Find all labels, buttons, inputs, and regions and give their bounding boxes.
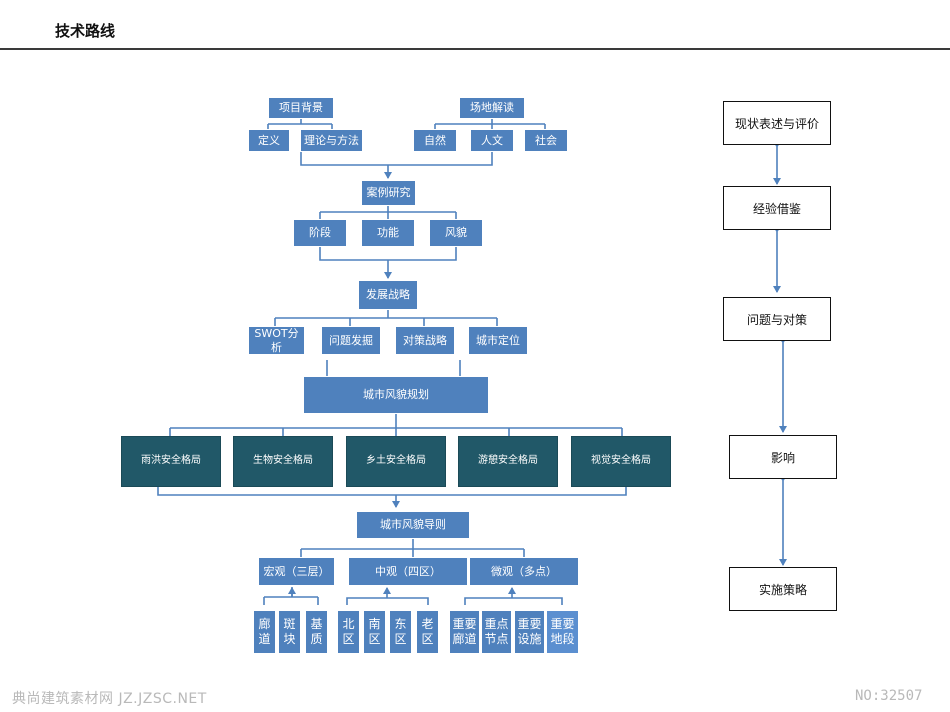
countermeasure-strategy-box: 对策战略	[395, 326, 455, 355]
connector-merge-case	[319, 247, 457, 261]
micro-item-node: 重点 节点	[481, 610, 512, 654]
macro-box: 宏观（三层）	[258, 557, 335, 586]
city-style-planning-box: 城市风貌规划	[303, 376, 489, 414]
watermark-number: NO:32507	[855, 688, 923, 704]
case-study-box: 案例研究	[361, 180, 416, 206]
connector-development	[274, 310, 498, 326]
meso-item-south: 南 区	[363, 610, 386, 654]
micro-box: 微观（多点）	[469, 557, 579, 586]
swot-box: SWOT分析	[248, 326, 305, 355]
function-box: 功能	[361, 219, 415, 247]
humanity-box: 人文	[470, 129, 514, 152]
meso-item-old: 老 区	[416, 610, 439, 654]
side-box-problem: 问题与对策	[723, 297, 831, 341]
micro-item-facility: 重要 设施	[514, 610, 545, 654]
connector-guide	[300, 539, 525, 557]
city-style-guide-box: 城市风貌导则	[356, 511, 470, 539]
style-box: 风貌	[429, 219, 483, 247]
macro-item-corridor: 廊 道	[253, 610, 276, 654]
side-box-implementation: 实施策略	[729, 567, 837, 611]
micro-item-corridor: 重要 廊道	[449, 610, 480, 654]
definition-box: 定义	[248, 129, 290, 152]
project-background-box: 项目背景	[268, 97, 334, 119]
pattern-box-biological: 生物安全格局	[233, 436, 333, 487]
city-positioning-box: 城市定位	[468, 326, 528, 355]
connector-project-bg	[267, 118, 333, 129]
meso-box: 中观（四区）	[348, 557, 468, 586]
development-strategy-box: 发展战略	[358, 280, 418, 310]
connector-meso	[346, 597, 429, 605]
pattern-box-stormwater: 雨洪安全格局	[121, 436, 221, 487]
society-box: 社会	[524, 129, 568, 152]
macro-item-matrix: 基 质	[305, 610, 328, 654]
theory-method-box: 理论与方法	[300, 129, 363, 152]
watermark-text: 典尚建筑素材网 JZ.JZSC.NET	[12, 691, 207, 707]
micro-item-district: 重要 地段	[546, 610, 579, 654]
side-box-experience: 经验借鉴	[723, 186, 831, 230]
connector-to-planning	[326, 360, 461, 376]
connector-micro	[464, 597, 563, 605]
macro-item-patch: 斑 块	[278, 610, 301, 654]
meso-item-east: 东 区	[389, 610, 412, 654]
site-interpretation-box: 场地解读	[459, 97, 525, 119]
pattern-box-recreation: 游憩安全格局	[458, 436, 558, 487]
connector-macro	[263, 587, 319, 605]
pattern-box-vernacular: 乡土安全格局	[346, 436, 446, 487]
nature-box: 自然	[413, 129, 457, 152]
header-divider	[0, 48, 950, 50]
problem-discovery-box: 问题发掘	[321, 326, 381, 355]
connector-planning	[169, 414, 623, 436]
side-box-influence: 影响	[729, 435, 837, 479]
meso-item-north: 北 区	[337, 610, 360, 654]
connector-case	[319, 206, 457, 219]
connector-site	[434, 118, 546, 129]
connector-merge-patterns	[157, 487, 627, 496]
stage-box: 阶段	[293, 219, 347, 247]
pattern-box-visual: 视觉安全格局	[571, 436, 671, 487]
side-box-status: 现状表述与评价	[723, 101, 831, 145]
page-title: 技术路线	[55, 22, 116, 40]
connector-merge-top	[300, 152, 493, 166]
